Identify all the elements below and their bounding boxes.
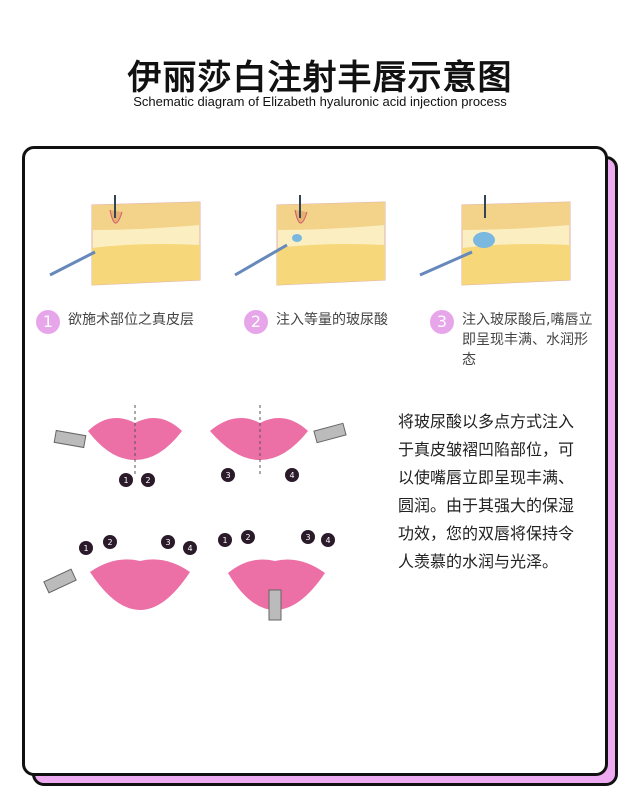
step-number: 2	[244, 310, 268, 334]
step-1: 1 欲施术部位之真皮层	[36, 310, 226, 334]
marker-label: 2	[145, 476, 150, 485]
step-text: 注入玻尿酸后,嘴唇立即呈现丰满、水润形态	[462, 312, 593, 368]
step-text: 欲施术部位之真皮层	[68, 312, 194, 328]
marker-label: 3	[165, 538, 170, 547]
step-3: 3 注入玻尿酸后,嘴唇立即呈现丰满、水润形态	[430, 310, 600, 370]
marker-label: 4	[325, 536, 330, 545]
skin-diagram-2	[234, 195, 386, 286]
step-number: 3	[430, 310, 454, 334]
marker-label: 2	[245, 533, 250, 542]
page-title: 伊丽莎白注射丰唇示意图	[127, 58, 513, 98]
description-text: 将玻尿酸以多点方式注入于真皮皱褶凹陷部位，可以使嘴唇立即呈现丰满、圆润。由于其强…	[398, 412, 575, 571]
marker-label: 3	[305, 533, 310, 542]
lips-injection-diagram: 1 2 3 4 1 2 3 4 1 2 3 4	[43, 405, 347, 621]
marker-label: 2	[107, 538, 112, 547]
skin-diagram-3	[419, 195, 571, 286]
marker-label: 4	[187, 544, 192, 553]
marker-label: 1	[83, 544, 88, 553]
marker-label: 3	[225, 471, 230, 480]
page-subtitle: Schematic diagram of Elizabeth hyaluroni…	[133, 94, 507, 109]
marker-label: 4	[289, 471, 294, 480]
step-text: 注入等量的玻尿酸	[276, 312, 388, 328]
marker-label: 1	[222, 536, 227, 545]
step-2: 2 注入等量的玻尿酸	[244, 310, 424, 334]
marker-label: 1	[123, 476, 128, 485]
step-number: 1	[36, 310, 60, 334]
skin-diagram-1	[49, 195, 201, 286]
